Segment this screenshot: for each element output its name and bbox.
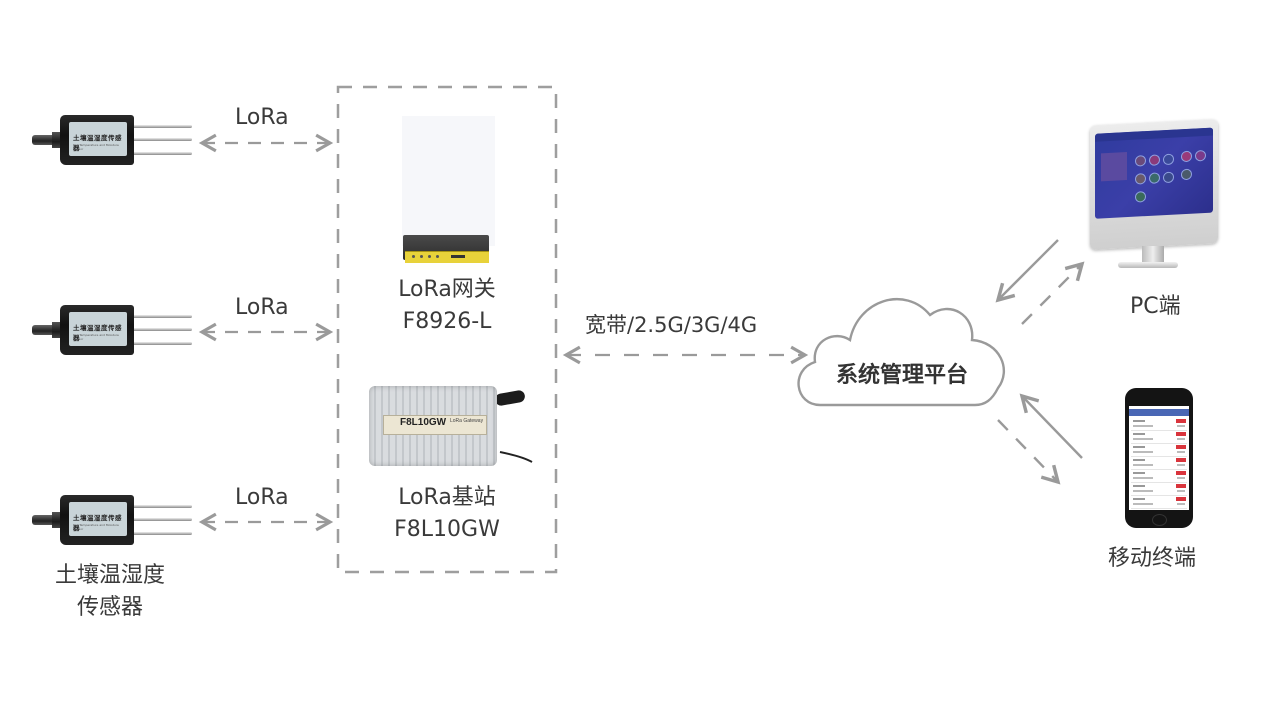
mobile-label: 移动终端 xyxy=(1108,546,1197,571)
gateway-model: F8926-L xyxy=(402,309,492,334)
sensor-plate-text: 土壤温湿度传感器 xyxy=(73,324,122,342)
pc-uplink-arrow xyxy=(1021,261,1085,325)
platform-label: 系统管理平台 xyxy=(836,363,969,388)
sensor-caption-line1: 土壤温湿度 xyxy=(54,563,165,588)
base-station-device-sublabel: LoRa Gateway xyxy=(450,418,484,424)
gateway-name: LoRa网关 xyxy=(398,277,496,302)
mobile-app-screen xyxy=(1129,406,1189,510)
mobile-downlink-arrow xyxy=(997,419,1061,485)
lora-label-2: LoRa xyxy=(235,295,289,320)
gateway-led xyxy=(436,255,439,258)
sensor-plate-subtext: Soil Temperature and Moisture Sensor xyxy=(73,143,119,151)
cloud-shape xyxy=(797,298,1006,407)
sensor-plate-text: 土壤温湿度传感器 xyxy=(73,514,122,532)
sensor-caption-line2: 传感器 xyxy=(76,595,143,620)
soil-sensor-1: 土壤温湿度传感器 Soil Temperature and Moisture S… xyxy=(32,112,192,172)
pc-downlink-arrow xyxy=(995,239,1059,303)
pc-dashboard-screen xyxy=(1095,127,1213,219)
base-station-device-label: F8L10GW xyxy=(400,417,447,428)
device-group-box xyxy=(336,85,558,574)
pc-label: PC端 xyxy=(1130,294,1181,319)
base-station-caption: LoRa基站 F8L10GW xyxy=(357,482,537,546)
base-station-model: F8L10GW xyxy=(394,517,500,542)
gateway-led xyxy=(412,255,415,258)
sensor-plate-subtext: Soil Temperature and Moisture Sensor xyxy=(73,333,119,341)
base-station-name: LoRa基站 xyxy=(398,485,496,510)
gateway-led xyxy=(420,255,423,258)
soil-sensor-2: 土壤温湿度传感器 Soil Temperature and Moisture S… xyxy=(32,302,192,362)
mobile-uplink-arrow xyxy=(1019,393,1083,459)
uplink-label: 宽带/2.5G/3G/4G xyxy=(585,313,758,337)
lora-label-3: LoRa xyxy=(235,485,289,510)
mobile-phone xyxy=(1125,388,1193,528)
sensor-plate-text: 土壤温湿度传感器 xyxy=(73,134,122,152)
pc-monitor xyxy=(1090,119,1222,272)
soil-sensor-3: 土壤温湿度传感器 Soil Temperature and Moisture S… xyxy=(32,492,192,552)
base-station-device: F8L10GW LoRa Gateway xyxy=(369,378,526,470)
sensor-plate-subtext: Soil Temperature and Moisture Sensor xyxy=(73,523,119,531)
gateway-led xyxy=(428,255,431,258)
gateway-port xyxy=(451,255,465,258)
lora-label-1: LoRa xyxy=(235,105,289,130)
gateway-caption: LoRa网关 F8926-L xyxy=(357,274,537,338)
sensor-caption: 土壤温湿度 传感器 xyxy=(30,560,190,624)
home-button-icon xyxy=(1152,514,1167,526)
gateway-image-bg xyxy=(402,116,495,246)
gateway-front-panel xyxy=(405,251,489,263)
